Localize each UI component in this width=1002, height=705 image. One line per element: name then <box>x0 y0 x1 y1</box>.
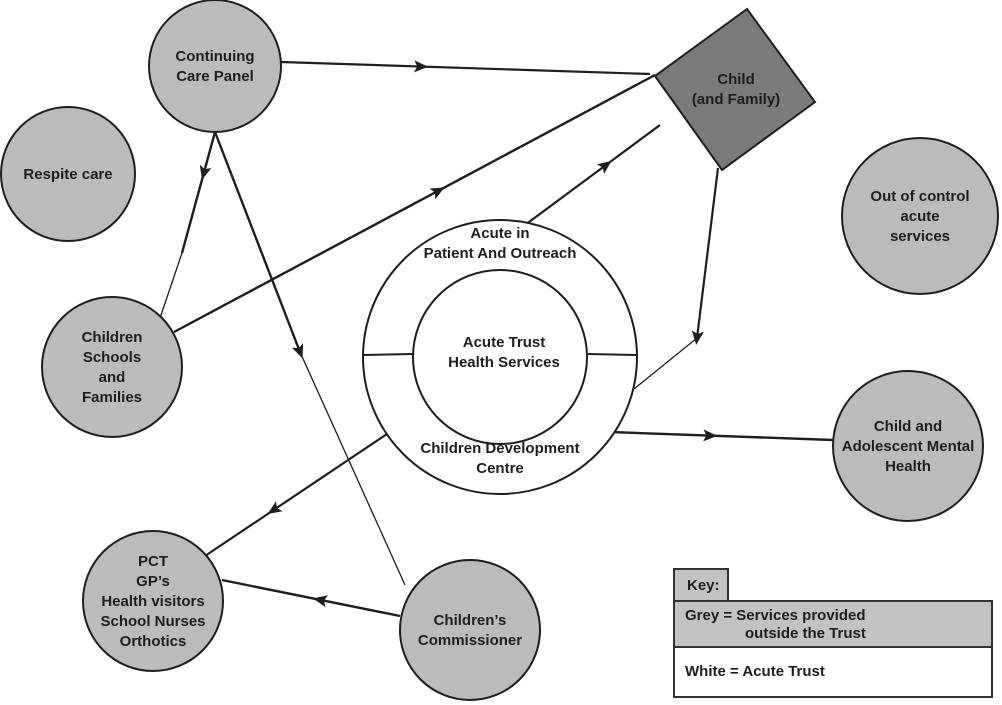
node-label-line: PCT <box>138 553 168 570</box>
node-label-line: acute <box>900 208 939 225</box>
node-label-line: GP’s <box>136 573 170 590</box>
node-label-line: Child <box>717 71 755 88</box>
arrowhead-icon <box>267 501 283 515</box>
node-label-line: Acute Trust <box>463 334 546 351</box>
node-label-line: Health <box>885 458 931 475</box>
key-grey-entry: Grey = Services provided outside the Tru… <box>673 600 993 648</box>
node-label-line: School Nurses <box>100 613 205 630</box>
key-grey-line2: outside the Trust <box>745 625 866 642</box>
node-label-line: Acute in <box>470 225 529 242</box>
edge-acute-to-camh <box>609 429 834 442</box>
node-label-line: and <box>99 369 126 386</box>
node-label-line: Schools <box>83 349 141 366</box>
node-respite-care: Respite care <box>0 106 136 242</box>
arrowhead-icon <box>703 429 718 442</box>
node-label-line: Commissioner <box>418 632 522 649</box>
arrowhead-icon <box>596 160 612 174</box>
arrowhead-icon <box>313 595 328 608</box>
node-label-line: Adolescent Mental <box>842 438 975 455</box>
divider-left <box>363 353 415 356</box>
edge-panel-to-commissioner <box>213 131 406 586</box>
arrowhead-icon <box>429 187 445 200</box>
node-label-line: Respite care <box>23 166 112 183</box>
legend-key: Key: Grey = Services provided outside th… <box>673 568 993 698</box>
node-label-line: Health Services <box>448 354 560 371</box>
edge-schools-to-child <box>173 73 656 334</box>
node-label-line: (and Family) <box>692 91 780 108</box>
edge-commissioner-to-pct <box>221 578 401 618</box>
edge-panel-to-schools <box>159 131 217 319</box>
edge-panel-to-child <box>280 60 651 76</box>
node-out-of-control: Out of control acute services <box>841 137 999 295</box>
node-label-line: Centre <box>476 460 524 477</box>
node-child-family: Child (and Family) <box>653 7 817 172</box>
arrowhead-icon <box>691 330 704 345</box>
arrowhead-icon <box>291 343 304 359</box>
node-label-line: Families <box>82 389 142 406</box>
node-label-line: Care Panel <box>176 68 254 85</box>
node-label-line: Children’s <box>434 612 507 629</box>
node-label-line: Child and <box>874 418 942 435</box>
node-label-line: Continuing <box>175 48 254 65</box>
node-label-line: Orthotics <box>120 633 187 650</box>
node-label-line: Patient And Outreach <box>424 245 577 262</box>
arrowhead-icon <box>414 60 429 73</box>
edge-child-to-acute <box>628 167 720 394</box>
node-label-line: Out of control <box>870 188 969 205</box>
edge-acute-to-child <box>524 124 661 226</box>
key-grey-line1: Grey = Services provided <box>685 607 866 624</box>
key-white-entry: White = Acute Trust <box>673 648 993 698</box>
key-title: Key: <box>673 568 729 600</box>
edge-acute-to-pct <box>204 431 391 557</box>
node-label-line: Children Development <box>420 440 579 457</box>
node-label-line: services <box>890 228 950 245</box>
arrowhead-icon <box>199 164 212 180</box>
node-label-line: Children <box>82 329 143 346</box>
node-label-line: Health visitors <box>101 593 204 610</box>
divider-right <box>587 353 638 356</box>
